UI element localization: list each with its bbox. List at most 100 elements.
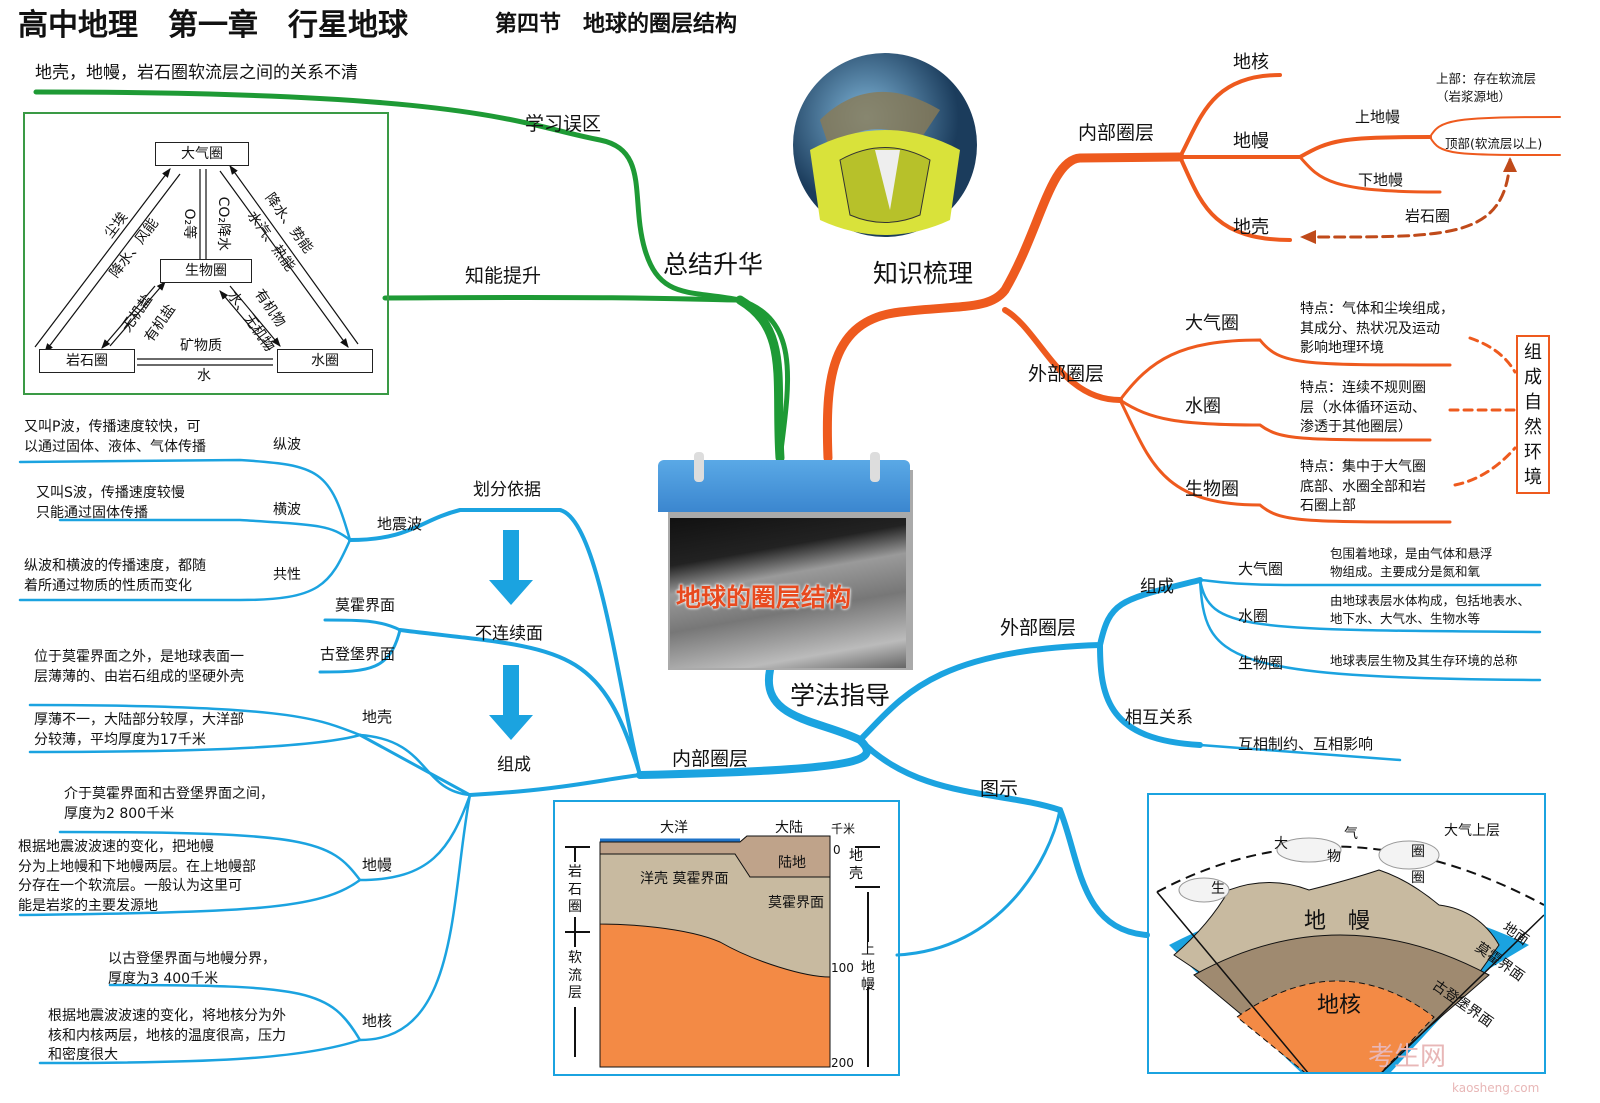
center-title: 地球的圈层结构 [676, 583, 852, 612]
lower-mantle-node: 下地幔 [1358, 171, 1404, 189]
summary-node: 总结升华 [663, 250, 764, 279]
asthenosphere-label: 软流层 [568, 950, 582, 1001]
mistakes-node: 学习误区 [525, 113, 602, 135]
inner-mantle-node: 地幔 [362, 856, 393, 874]
sphere-relation-diagram: 大气圈 生物圈 岩石圈 水圈 尘埃 降水、风能 O₂等 CO₂降水 降水、势能 … [23, 112, 389, 395]
inner-layers-node: 内部圈层 [1078, 122, 1155, 144]
knowledge-node: 知识梳理 [873, 259, 974, 288]
section-title: 第四节 地球的圈层结构 [495, 12, 738, 37]
mantle-desc-1: 介于莫霍界面和古登堡界面之间，厚度为2 800千米 [64, 786, 274, 822]
crust-node: 地壳 [1233, 217, 1269, 238]
discontinuity-node: 不连续面 [475, 624, 543, 644]
page-title: 高中地理 第一章 行星地球 [18, 8, 408, 43]
earth-photo [670, 518, 906, 668]
p-wave-desc: 又叫P波，传播速度较快，可以通过固体、液体、气体传播 [24, 419, 206, 455]
upper-part-text: 上部：存在软流层（岩浆源地） [1436, 70, 1536, 106]
core-desc-2: 根据地震波波速的变化，将地核分为外核和内核两层，地核的温度很高，压力和密度很大 [48, 1008, 286, 1064]
link-water: 水 [197, 368, 211, 384]
cross-section-layers [565, 835, 880, 1068]
mistakes-text: 地壳，地幔，岩石圈软流层之间的关系不清 [35, 63, 358, 83]
outer-atmosphere-desc: 包围着地球，是由气体和悬浮物组成。主要成分是氮和氧 [1330, 546, 1493, 580]
gutenberg-node: 古登堡界面 [320, 645, 396, 663]
cloud-icons [1178, 837, 1440, 903]
earth-sector-diagram: 大气上层 大 气 圈 生 物 圈 地 幔 地核 地面 莫霍界面 古登堡界面 [1147, 793, 1546, 1074]
crust-desc-2: 厚薄不一，大陆部分较厚，大洋部分较薄，平均厚度为17千米 [34, 712, 244, 748]
basis-node: 划分依据 [473, 480, 541, 500]
common-node: 共性 [273, 567, 301, 583]
outer-hydrosphere-desc: 由地球表层水体构成，包括地表水、地下水、大气水、生物水等 [1330, 593, 1531, 627]
relation-node: 相互关系 [1125, 708, 1193, 728]
upper-mantle-node: 上地幔 [1355, 108, 1401, 126]
skills-node: 知能提升 [465, 265, 542, 287]
inner-composition-node: 组成 [497, 755, 531, 775]
atmosphere-node: 大气圈 [1185, 313, 1239, 334]
p-wave-node: 纵波 [273, 437, 301, 453]
biosphere-char: 圈 [1411, 870, 1425, 886]
method-inner-node: 内部圈层 [672, 748, 749, 770]
node-atmosphere: 大气圈 [155, 142, 249, 166]
mantle-node: 地幔 [1233, 131, 1269, 152]
s-wave-node: 横波 [273, 502, 301, 518]
relation-arrows [34, 165, 359, 366]
diagram-node: 图示 [980, 778, 1019, 800]
ocean-label: 大洋 [660, 820, 688, 836]
node-lithosphere: 岩石圈 [39, 349, 135, 373]
node-biosphere: 生物圈 [160, 259, 252, 283]
ring-icon [870, 452, 880, 482]
ocean-crust-label: 洋壳 莫霍界面 [640, 871, 729, 887]
atmosphere-char: 气 [1344, 826, 1358, 842]
blue-branches [18, 458, 1542, 1065]
link-o2: O₂等 [181, 208, 198, 240]
node-hydrosphere: 水圈 [277, 349, 373, 373]
lithosphere-label: 岩石圈 [1405, 207, 1451, 225]
moho-node: 莫霍界面 [335, 596, 396, 614]
tick-200: 200 [831, 1056, 854, 1070]
inner-core-node: 地核 [362, 1012, 393, 1030]
core-desc-1: 以古登堡界面与地幔分界，厚度为3 400千米 [108, 951, 276, 987]
green-branches [33, 89, 791, 463]
seismic-node: 地震波 [377, 515, 423, 533]
link-co2: CO₂降水 [215, 196, 232, 252]
biosphere-char: 物 [1327, 849, 1341, 865]
outer-biosphere-desc: 地球表层生物及其生存环境的总称 [1330, 653, 1518, 668]
outer-biosphere: 生物圈 [1238, 654, 1284, 672]
hydrosphere-node: 水圈 [1185, 396, 1221, 417]
s-wave-desc: 又叫S波，传播速度较慢只能通过固体传播 [36, 485, 185, 521]
lithosphere-label: 岩石圈 [568, 864, 582, 915]
crust-desc-1: 位于莫霍界面之外，是地球表面一层薄薄的、由岩石组成的坚硬外壳 [34, 649, 244, 685]
common-desc: 纵波和横波的传播速度，都随着所通过物质的性质而变化 [24, 558, 206, 594]
sector-layers [1156, 837, 1544, 1072]
biosphere-desc: 特点：集中于大气圈底部、水圈全部和岩石圈上部 [1300, 459, 1426, 515]
arrow-down-icon-1 [489, 530, 533, 605]
globe-image [793, 53, 977, 237]
natural-environment-box: 组成自然环境 [1516, 335, 1550, 494]
biosphere-char: 生 [1211, 881, 1225, 897]
tick-100: 100 [831, 961, 854, 975]
core-node: 地核 [1233, 52, 1269, 73]
outer-atmosphere: 大气圈 [1238, 560, 1284, 578]
unit-label: 千米 [831, 822, 856, 836]
atmosphere-char: 圈 [1411, 844, 1425, 860]
land-label: 陆地 [778, 855, 806, 871]
link-mineral: 矿物质 [180, 338, 222, 354]
method-outer-node: 外部圈层 [1000, 617, 1077, 639]
crust-label: 地壳 [849, 848, 863, 882]
moho-label: 莫霍界面 [768, 895, 824, 911]
sector-mantle-label: 地 幔 [1304, 909, 1371, 934]
biosphere-node: 生物圈 [1185, 479, 1239, 500]
down-arrows [489, 530, 533, 740]
upper-part-line-1: 上部：存在软流层 [1436, 71, 1537, 86]
cross-section-diagram: 大洋 大陆 千米 0 100 200 陆地 洋壳 莫霍界面 莫霍界面 岩石圈 软… [553, 800, 900, 1076]
upper-atmosphere-label: 大气上层 [1444, 823, 1500, 839]
atmosphere-char: 大 [1274, 836, 1288, 852]
mantle-desc-2: 根据地震波波速的变化，把地幔分为上地幔和下地幔两层。在上地幔部分存在一个软流层。… [18, 839, 256, 914]
center-topic-card: 地球的圈层结构 [658, 452, 916, 675]
watermark-logo: 考生网 [1368, 1042, 1447, 1072]
sector-core-label: 地核 [1317, 993, 1362, 1018]
outer-hydrosphere: 水圈 [1238, 607, 1269, 625]
outer-composition-node: 组成 [1140, 577, 1174, 597]
ring-icon [694, 452, 704, 482]
tick-0: 0 [833, 843, 841, 857]
hydrosphere-desc: 特点：连续不规则圈层（水体循环运动、渗透于其他圈层） [1300, 380, 1426, 436]
